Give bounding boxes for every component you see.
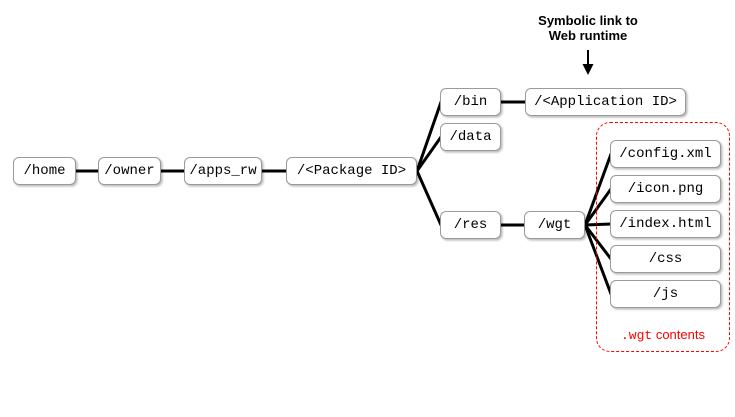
node-wgt: /wgt bbox=[524, 211, 585, 239]
connector-line bbox=[583, 223, 613, 296]
symbolic-link-arrow bbox=[582, 50, 594, 75]
node-application-id: /<Application ID> bbox=[525, 88, 686, 116]
wgt-contents-caption-code: .wgt bbox=[621, 328, 653, 343]
connector-line bbox=[415, 169, 443, 227]
node-home: /home bbox=[13, 157, 76, 185]
connector-line bbox=[583, 152, 613, 227]
node-res: /res bbox=[440, 211, 501, 239]
node-index-html: /index.html bbox=[610, 210, 721, 238]
node-owner: /owner bbox=[98, 157, 161, 185]
node-config-xml: /config.xml bbox=[610, 140, 721, 168]
node-package-id: /<Package ID> bbox=[286, 157, 417, 185]
connector-line bbox=[583, 223, 613, 261]
node-data: /data bbox=[440, 123, 501, 151]
connector-line bbox=[415, 135, 443, 173]
connector-line bbox=[583, 222, 613, 227]
connector-line bbox=[415, 100, 443, 173]
connector-line bbox=[583, 187, 613, 227]
annotation-line-2: Web runtime bbox=[548, 28, 628, 43]
node-icon-png: /icon.png bbox=[610, 175, 721, 203]
wgt-contents-caption-text: contents bbox=[652, 327, 705, 342]
node-js: /js bbox=[610, 280, 721, 308]
annotation-line-1: Symbolic link to bbox=[538, 13, 638, 28]
wgt-contents-frame bbox=[596, 122, 730, 352]
node-bin: /bin bbox=[440, 88, 501, 116]
wgt-contents-caption: .wgt contents bbox=[596, 327, 730, 343]
symbolic-link-annotation: Symbolic link to Web runtime bbox=[508, 13, 668, 43]
node-apps-rw: /apps_rw bbox=[184, 157, 262, 185]
node-css: /css bbox=[610, 245, 721, 273]
